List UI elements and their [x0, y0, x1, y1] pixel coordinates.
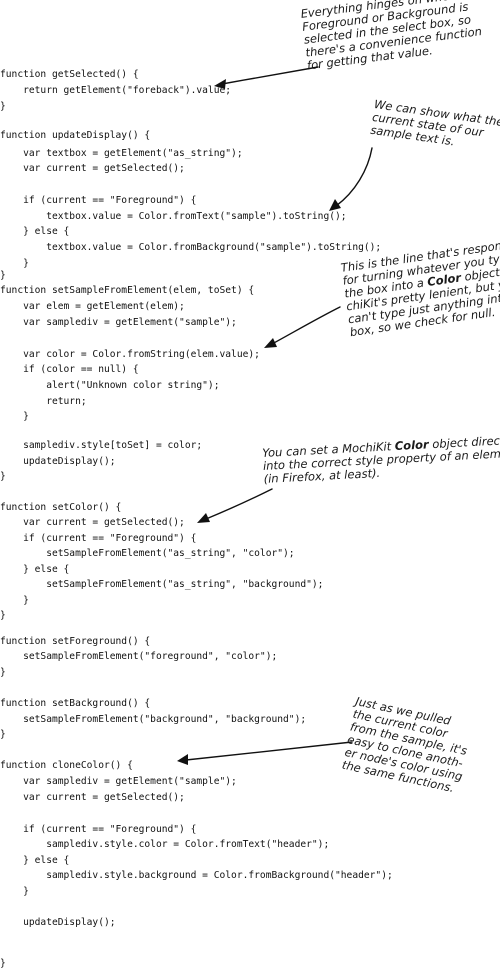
- code-line: var current = getSelected();: [0, 163, 185, 174]
- code-line: var sampledіv = getElement("sample");: [0, 317, 237, 328]
- annotation-get-selected: Everything hinges on whether Foreground …: [300, 0, 484, 73]
- arrowhead-icon: [177, 754, 188, 765]
- code-line: function setColor() {: [0, 502, 122, 513]
- annotation-update-display: We can show what the current state of ou…: [370, 97, 500, 155]
- code-line: if (current == "Foreground") {: [0, 533, 197, 544]
- code-line: if (current == "Foreground") {: [0, 195, 197, 206]
- code-line: updateDisplay();: [0, 456, 116, 467]
- code-line: } else {: [0, 226, 70, 237]
- code-line: function getSelected() {: [0, 69, 139, 80]
- code-line: }: [0, 101, 6, 112]
- code-line: setSampleFromElement("background", "back…: [0, 714, 307, 725]
- code-line: }: [0, 471, 6, 482]
- code-line: textbox.value = Color.fromText("sample")…: [0, 211, 347, 222]
- code-line: var sampledіv = getElement("sample");: [0, 776, 237, 787]
- code-line: function updateDisplay() {: [0, 130, 151, 141]
- code-line: } else {: [0, 564, 70, 575]
- code-line: textbox.value = Color.fromBackground("sa…: [0, 242, 382, 253]
- code-line: setSampleFromElement("foreground", "colo…: [0, 651, 278, 662]
- annotation-clone-color: Just as we pulled the current color from…: [341, 694, 475, 796]
- arrow-get-selected: [221, 66, 319, 85]
- code-line: }: [0, 729, 6, 740]
- arrow-update-display: [335, 147, 373, 207]
- code-line: var elem = getElement(elem);: [0, 301, 185, 312]
- code-line: setSampleFromElement("as_string", "color…: [0, 548, 295, 559]
- code-line: var textbox = getElement("as_string");: [0, 148, 243, 159]
- arrowhead-icon: [329, 199, 341, 211]
- arrow-clone-color: [185, 741, 353, 761]
- code-line: updateDisplay();: [0, 917, 116, 928]
- arrowhead-icon: [264, 338, 277, 348]
- code-line: }: [0, 411, 29, 422]
- code-line: var color = Color.fromString(elem.value)…: [0, 349, 260, 360]
- code-line: function cloneColor() {: [0, 760, 133, 771]
- code-line: }: [0, 595, 29, 606]
- code-line: sampledіv.style.background = Color.fromB…: [0, 870, 393, 881]
- code-line: sampledіv.style[toSet] = color;: [0, 440, 203, 451]
- code-line: sampledіv.style.color = Color.fromText("…: [0, 839, 330, 850]
- annotation-set-style: You can set a MochiKit Color object dire…: [262, 433, 500, 486]
- code-line: if (current == "Foreground") {: [0, 824, 197, 835]
- code-line: }: [0, 610, 6, 621]
- code-line: var current = getSelected();: [0, 517, 185, 528]
- arrowhead-icon: [197, 513, 210, 523]
- arrow-set-style: [205, 488, 273, 520]
- code-line: return getElement("foreback").value;: [0, 85, 232, 96]
- code-line: }: [0, 258, 29, 269]
- code-line: }: [0, 667, 6, 678]
- code-line: function setForeground() {: [0, 636, 151, 647]
- code-line: function setBackground() {: [0, 698, 151, 709]
- code-line: if (color == null) {: [0, 364, 139, 375]
- code-line: }: [0, 886, 29, 897]
- code-line: } else {: [0, 855, 70, 866]
- code-line: function setSampleFromElement(elem, toSe…: [0, 285, 255, 296]
- code-line: setSampleFromElement("as_string", "backg…: [0, 579, 324, 590]
- arrow-set-sample: [271, 306, 341, 345]
- code-line: alert("Unknown color string");: [0, 380, 220, 391]
- code-line: var current = getSelected();: [0, 792, 185, 803]
- code-line: return;: [0, 396, 87, 407]
- code-line: }: [0, 270, 6, 281]
- code-line: }: [0, 958, 6, 970]
